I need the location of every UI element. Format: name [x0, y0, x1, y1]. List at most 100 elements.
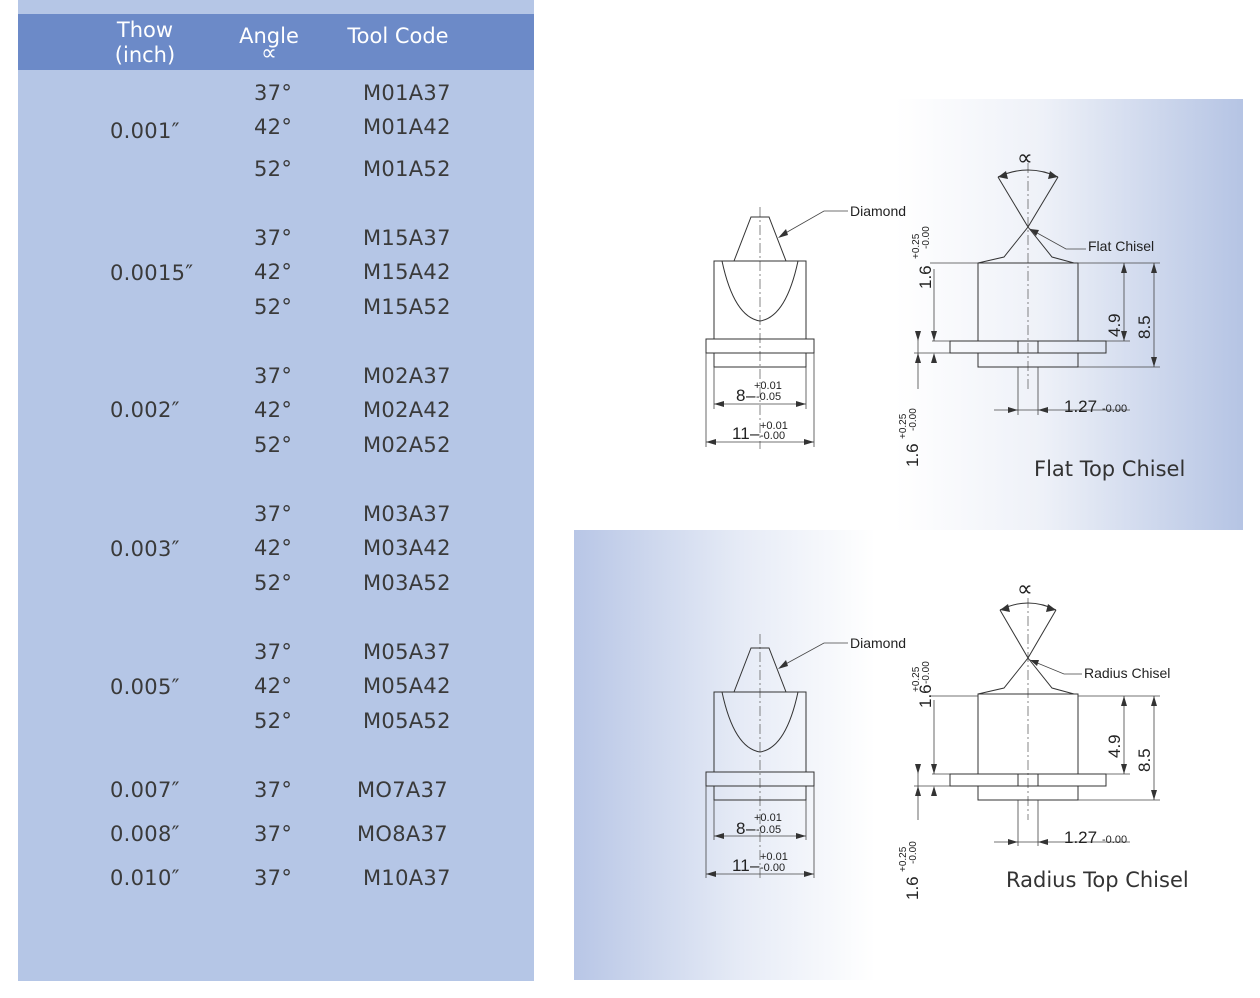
dim-8-tol-plus: +0.01 — [754, 812, 782, 824]
arrowhead — [915, 331, 921, 341]
chisel-front-view: ∝ Radius Chisel 4.9 8.5 — [898, 576, 1170, 900]
dim-8-tol-minus: -0.05 — [756, 824, 781, 836]
dim-16b-tol-plus: +0.25 — [898, 846, 909, 872]
tool-code-value: M01A52 — [363, 157, 451, 181]
diamond-label: Diamond — [850, 635, 906, 651]
dim-85-value: 8.5 — [1135, 748, 1154, 772]
arrowhead — [1151, 263, 1157, 273]
diamond-side-view: Diamond 8 – +0.01 -0.05 11 – +0.01 -0.00 — [705, 203, 906, 449]
alpha-cone-line — [997, 176, 1029, 228]
arrowhead — [915, 764, 921, 774]
dim-8-value: 8 — [736, 386, 745, 405]
dim-16b-value: 1.6 — [903, 876, 922, 900]
dim-8-dash: – — [746, 819, 756, 838]
tool-code-value: M10A37 — [363, 866, 451, 890]
dim-49-value: 4.9 — [1105, 734, 1124, 758]
thow-value: 0.0015″ — [110, 261, 194, 285]
arrowhead — [1030, 660, 1039, 666]
dim-127-tol: -0.00 — [1102, 403, 1127, 415]
arrowhead — [714, 401, 724, 407]
arrowhead — [1030, 229, 1039, 236]
alpha-symbol-icon: ∝ — [1017, 145, 1033, 170]
angle-value: 37° — [254, 866, 293, 890]
angle-value: 42° — [254, 115, 293, 139]
alpha-cone-line — [1027, 609, 1057, 659]
arrowhead — [796, 833, 806, 839]
dim-8-tol-plus: +0.01 — [754, 380, 782, 392]
dim-127-tol: -0.00 — [1102, 834, 1127, 846]
flat-top-chisel-drawing: Diamond 8 – +0.01 -0.05 11 – +0.01 -0.00 — [574, 99, 1243, 530]
angle-value: 42° — [254, 260, 293, 284]
dim-16-value: 1.6 — [916, 684, 935, 708]
dim-16-tol-plus: +0.25 — [911, 233, 922, 259]
tool-code-value: M03A37 — [363, 502, 451, 526]
arrowhead — [1038, 839, 1048, 845]
flange-right — [1037, 340, 1107, 354]
tool-code-value: MO7A37 — [357, 778, 448, 802]
tool-code-value: M05A37 — [363, 640, 451, 664]
tool-code-value: M05A42 — [363, 674, 451, 698]
arrowhead — [915, 786, 921, 796]
radius-chisel-label: Radius Chisel — [1084, 665, 1170, 681]
thow-value: 0.003″ — [110, 537, 180, 561]
tool-code-value: M05A52 — [363, 709, 451, 733]
dim-16b-tol-minus: -0.00 — [908, 841, 919, 864]
tip-leader — [1029, 228, 1086, 250]
dim-11-tol-plus: +0.01 — [760, 851, 788, 863]
thow-value: 0.005″ — [110, 675, 180, 699]
angle-value: 37° — [254, 364, 293, 388]
arrowhead — [1048, 171, 1058, 179]
radius-chisel-title: Radius Top Chisel — [1006, 868, 1189, 892]
angle-value: 52° — [254, 157, 293, 181]
angle-value: 52° — [254, 433, 293, 457]
header-thow: Thow (inch) — [96, 18, 194, 68]
dim-11-value: 11 — [732, 856, 750, 875]
arrowhead — [1151, 696, 1157, 706]
dim-11-dash: – — [750, 856, 760, 875]
diamond-parabola — [721, 260, 799, 322]
angle-value: 42° — [254, 536, 293, 560]
arrowhead — [1121, 696, 1127, 706]
dim-16b-value: 1.6 — [903, 443, 922, 467]
arrowhead — [915, 353, 921, 363]
shank-base — [713, 352, 807, 368]
arrowhead — [931, 331, 937, 341]
angle-value: 52° — [254, 571, 293, 595]
arrowhead — [804, 439, 814, 445]
diamond-side-view: Diamond 8 – +0.01 -0.05 11 – +0.01 -0.00 — [705, 634, 906, 880]
tool-code-value: M03A52 — [363, 571, 451, 595]
arrowhead — [1046, 604, 1056, 612]
thow-value: 0.008″ — [110, 822, 180, 846]
arrowhead — [1038, 407, 1048, 413]
arrowhead — [1151, 790, 1157, 800]
diamond-leader — [781, 642, 848, 667]
dim-127-value: 1.27 — [1064, 397, 1097, 416]
thow-value: 0.007″ — [110, 778, 180, 802]
angle-value: 37° — [254, 640, 293, 664]
angle-value: 37° — [254, 502, 293, 526]
dim-85-value: 8.5 — [1135, 315, 1154, 339]
tool-code-value: MO8A37 — [357, 822, 448, 846]
tool-code-value: M15A52 — [363, 295, 451, 319]
thow-value: 0.001″ — [110, 119, 180, 143]
angle-value: 37° — [254, 822, 293, 846]
dim-8-value: 8 — [736, 819, 745, 838]
chisel-body — [977, 262, 1079, 342]
flat-chisel-title: Flat Top Chisel — [1034, 457, 1186, 481]
angle-value: 37° — [254, 226, 293, 250]
arrowhead — [931, 764, 937, 774]
arrowhead — [1008, 839, 1018, 845]
dim-11-dash: – — [750, 424, 760, 443]
tool-code-value: M15A37 — [363, 226, 451, 250]
angle-value: 37° — [254, 81, 293, 105]
dim-16-tol-minus: -0.00 — [921, 226, 932, 249]
diamond-parabola — [721, 691, 799, 753]
arrowhead — [796, 401, 806, 407]
dim-11-value: 11 — [732, 424, 750, 443]
chisel-body — [977, 693, 1079, 775]
arrowhead — [1000, 604, 1010, 612]
arrowhead — [1121, 331, 1127, 341]
radius-chisel-tip — [977, 657, 1075, 695]
arrowhead — [706, 439, 716, 445]
thow-value: 0.010″ — [110, 866, 180, 890]
